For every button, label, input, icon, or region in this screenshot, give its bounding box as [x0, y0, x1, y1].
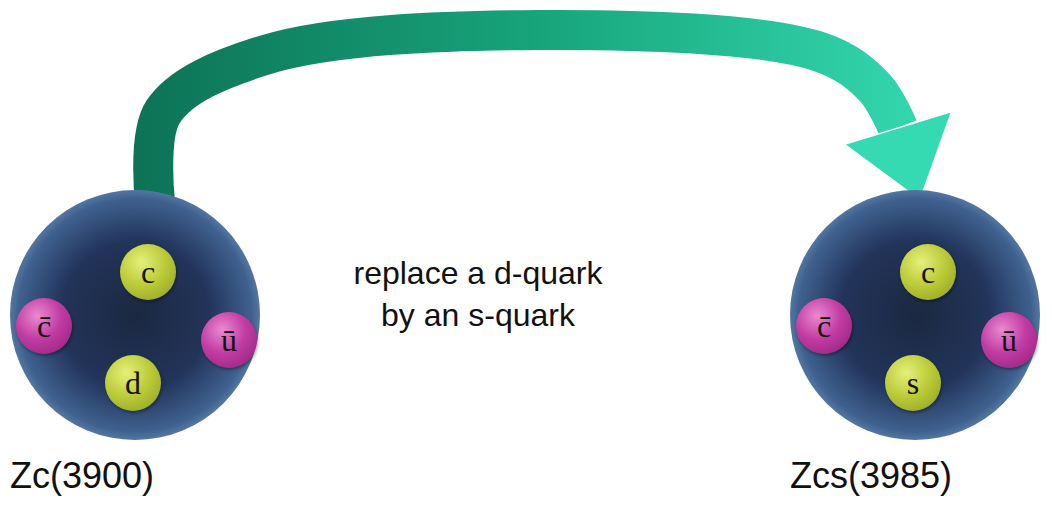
antiquark-circle: ū — [201, 312, 257, 368]
quark-symbol: ū — [221, 324, 237, 356]
quark-symbol: s — [907, 367, 919, 399]
quark-circle: c — [900, 244, 956, 300]
quark-symbol: c̄ — [817, 310, 831, 342]
arrow-head — [844, 112, 951, 200]
edge-label: replace a d-quark by an s-quark — [338, 253, 618, 336]
antiquark-circle: c̄ — [16, 298, 72, 354]
antiquark-circle: c̄ — [796, 298, 852, 354]
arrow-shaft — [153, 30, 898, 202]
quark-symbol: c — [921, 256, 935, 288]
particle-name: Zc(3900) — [10, 456, 260, 496]
quark-symbol: ū — [1001, 324, 1017, 356]
hadron-blob: Zc(3900)cc̄ūd — [10, 190, 260, 440]
quark-symbol: c — [141, 256, 155, 288]
quark-circle: s — [885, 355, 941, 411]
hadron-blob: Zcs(3985)cc̄ūs — [790, 190, 1040, 440]
edge-label-box: replace a d-quark by an s-quark — [338, 253, 618, 336]
quark-circle: d — [105, 355, 161, 411]
antiquark-circle: ū — [981, 312, 1037, 368]
particle-name: Zcs(3985) — [790, 456, 1040, 496]
curved-arrow — [153, 30, 951, 202]
quark-circle: c — [120, 244, 176, 300]
quark-symbol: d — [125, 367, 141, 399]
quark-symbol: c̄ — [37, 310, 51, 342]
